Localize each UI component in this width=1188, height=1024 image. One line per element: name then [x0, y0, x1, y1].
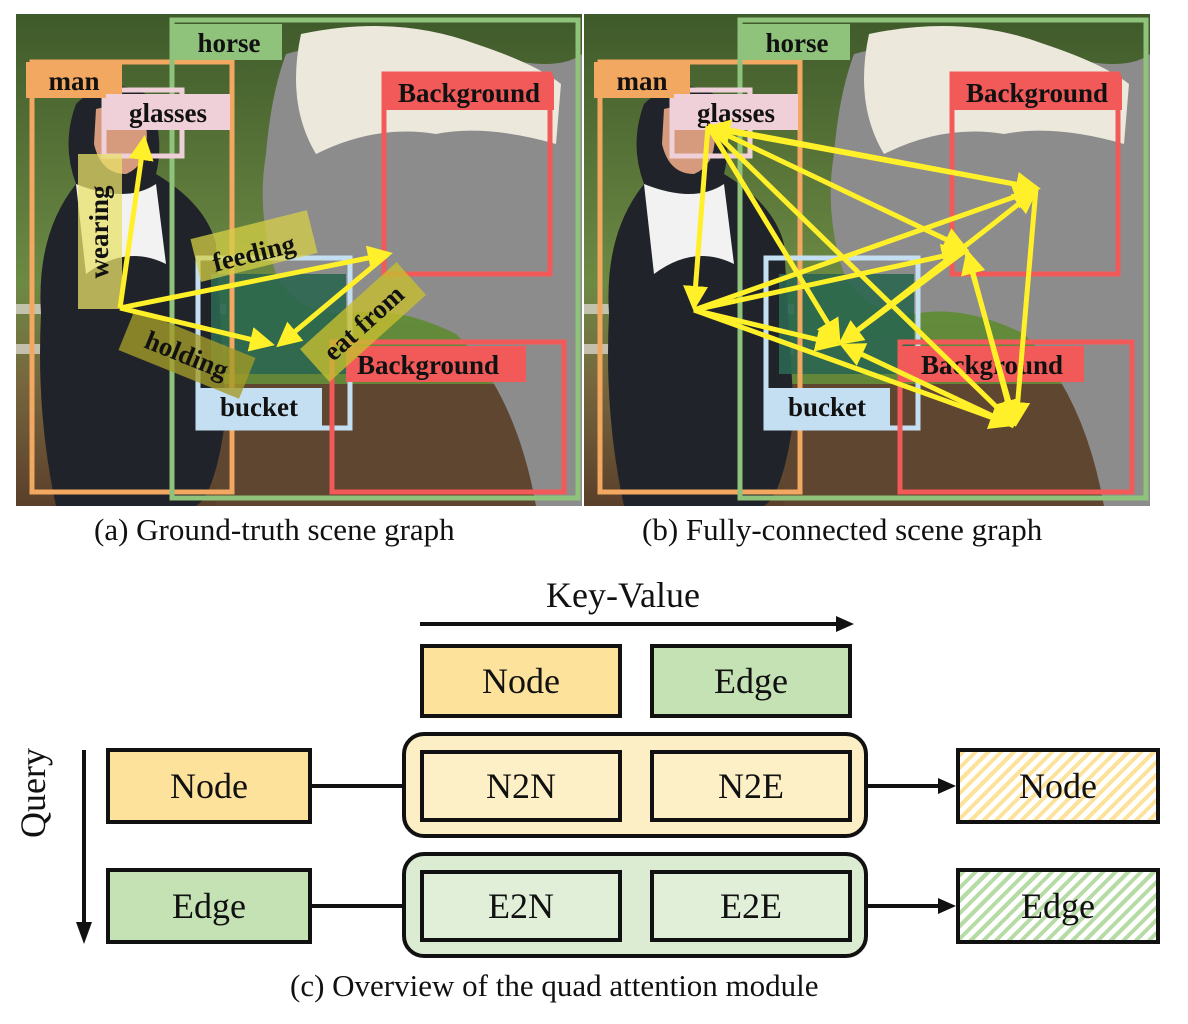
edge-bgbottom-horse — [961, 249, 1017, 427]
edge-bucket-bgtop — [838, 188, 1038, 346]
edge-bgtop-glasses — [705, 119, 1037, 191]
edge-man-horse — [693, 244, 967, 313]
caption-a: (a) Ground-truth scene graph — [94, 512, 455, 547]
edge-bgtop-bgbottom — [1005, 187, 1039, 427]
arrow-man-glasses — [117, 135, 154, 309]
box-horse — [169, 17, 581, 501]
edge-bgbottom-bucket — [839, 343, 1016, 429]
fully-connected-edges — [683, 119, 1041, 429]
tag-glasses — [674, 94, 798, 130]
edge-glasses-man — [683, 125, 711, 311]
tag-horse — [172, 24, 282, 60]
panel-a-photo: man horse glasses Background Background … — [16, 14, 582, 506]
tag-horse — [740, 24, 850, 60]
query-arrow — [76, 750, 92, 944]
man-shirt — [644, 184, 734, 274]
edge-man-bgbottom — [693, 307, 1015, 429]
label-bucket: bucket — [788, 392, 866, 422]
label-glasses: glasses — [697, 98, 775, 128]
query-label: Query — [13, 748, 53, 838]
n2n-box: N2N — [420, 750, 622, 822]
tag-bucket — [768, 388, 890, 426]
box-background-top — [381, 71, 553, 277]
arrow-horse-bucket — [276, 252, 390, 348]
label-horse: horse — [198, 28, 261, 58]
arrow-man-bucket — [119, 305, 275, 352]
output-node-arrow — [868, 778, 956, 794]
output-node-box: Node — [956, 748, 1160, 824]
tag-man — [26, 62, 122, 98]
label-man: man — [616, 66, 667, 96]
n2e-box: N2E — [650, 750, 852, 822]
connector-node — [312, 784, 404, 788]
label-man: man — [48, 66, 99, 96]
box-man — [29, 59, 235, 495]
label-background-top: Background — [966, 78, 1108, 108]
arrow-man-horse — [119, 245, 393, 311]
caption-c: (c) Overview of the quad attention modul… — [290, 968, 819, 1003]
panel-b-photo: man horse glasses Background Background … — [584, 14, 1150, 506]
edge-glasses-bucket — [705, 124, 841, 345]
predicate-band-eat-from — [299, 262, 427, 382]
key-value-arrow — [420, 616, 854, 632]
predicate-band-feeding — [190, 210, 318, 282]
tag-background-top — [384, 76, 554, 110]
caption-b: (b) Fully-connected scene graph — [642, 512, 1043, 547]
box-horse — [737, 17, 1149, 501]
tag-bucket — [200, 388, 322, 426]
connector-edge — [312, 904, 404, 908]
edge-man-bucket — [693, 307, 841, 352]
label-bucket: bucket — [220, 392, 298, 422]
predicate-band-holding — [118, 309, 256, 399]
label-background-bottom: Background — [357, 350, 499, 380]
tag-background-top — [952, 76, 1122, 110]
tag-man — [594, 62, 690, 98]
label-horse: horse — [766, 28, 829, 58]
output-edge-arrow — [868, 898, 956, 914]
predicate-band-wearing — [78, 154, 122, 309]
output-edge-box: Edge — [956, 868, 1160, 944]
tag-glasses — [106, 94, 230, 130]
edge-man-bgtop — [693, 184, 1039, 313]
key-value-label: Key-Value — [546, 575, 700, 615]
label-glasses: glasses — [129, 98, 207, 128]
query-edge-box: Edge — [106, 868, 312, 944]
kv-node-box: Node — [420, 644, 622, 718]
kv-edge-box: Edge — [650, 644, 852, 718]
tag-background-bottom — [346, 346, 526, 382]
label-background-top: Background — [398, 78, 540, 108]
query-node-box: Node — [106, 748, 312, 824]
box-background-bottom — [897, 339, 1135, 495]
e2e-box: E2E — [650, 870, 852, 942]
box-background-bottom — [329, 339, 567, 495]
e2n-box: E2N — [420, 870, 622, 942]
predicate-wearing: wearing — [84, 185, 114, 278]
